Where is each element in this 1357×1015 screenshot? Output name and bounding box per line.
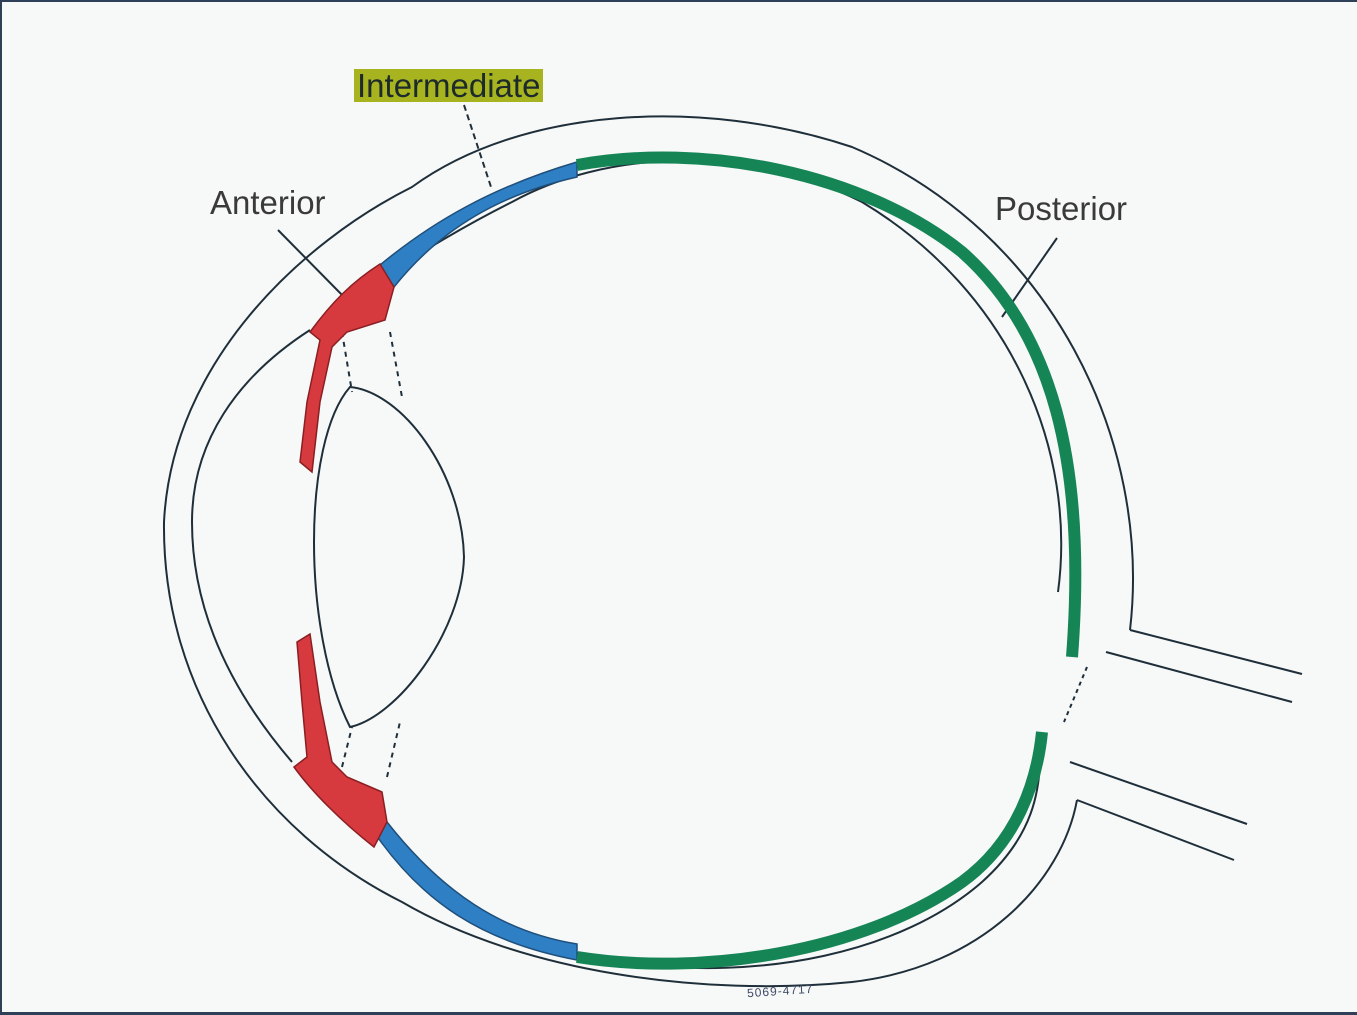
intermediate-region-lower [374,822,577,960]
optic-nerve-upper [1130,630,1302,674]
anterior-leader-line [278,230,347,300]
intermediate-region-upper [380,162,577,287]
cornea-inner-outline [192,330,310,762]
posterior-label: Posterior [995,192,1127,225]
anterior-label: Anterior [210,186,326,219]
posterior-region-lower [577,732,1042,964]
inner-wall-outline-lower [382,742,1040,968]
optic-nerve-lower [1077,800,1234,860]
optic-nerve-inner-upper [1106,652,1292,702]
intermediate-label: Intermediate [354,69,543,102]
inner-wall-outline [382,161,1061,592]
zonule-lower [342,722,400,777]
posterior-region-upper [577,157,1075,657]
anterior-region-lower [294,634,387,847]
optic-nerve-inner-lower [1070,762,1247,824]
lens [314,387,464,727]
optic-disc [1064,667,1087,722]
anterior-region-upper [300,264,394,472]
